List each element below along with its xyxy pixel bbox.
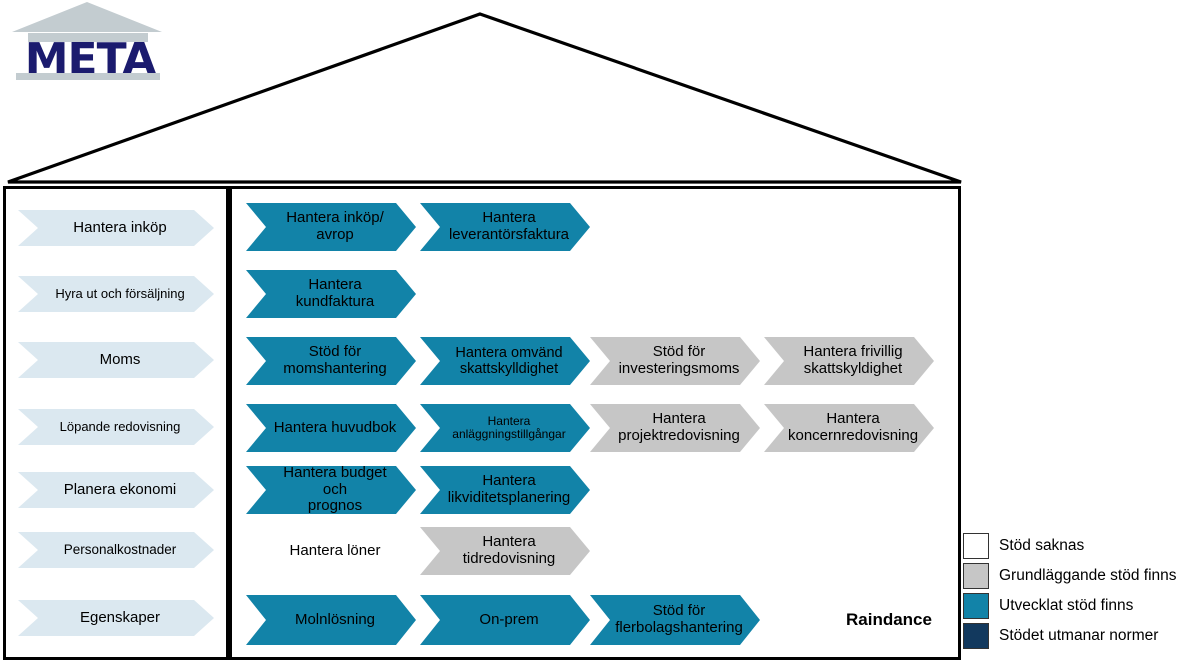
capability-6-1-label: Hantera löner <box>289 541 381 559</box>
sidebar-item-7-label: Egenskaper <box>79 608 161 626</box>
legend-label-3: Utvecklat stöd finns <box>999 597 1134 614</box>
sidebar-item-2[interactable]: Hyra ut och försäljning <box>18 276 214 312</box>
capability-6-1[interactable]: Hantera löner <box>246 527 416 575</box>
capability-1-1[interactable]: Hantera inköp/avrop <box>246 203 416 251</box>
legend-label-2: Grundläggande stöd finns <box>999 567 1177 584</box>
sidebar-item-3[interactable]: Moms <box>18 342 214 378</box>
sidebar-item-5-label: Planera ekonomi <box>63 480 177 498</box>
capability-1-1-label: Hantera inköp/avrop <box>286 209 384 243</box>
legend-swatch-3 <box>963 593 989 619</box>
sidebar-item-3-label: Moms <box>99 350 141 368</box>
sidebar-item-6[interactable]: Personalkostnader <box>18 532 214 568</box>
capability-4-1-label: Hantera huvudbok <box>273 418 397 436</box>
legend-swatch-2 <box>963 563 989 589</box>
capability-7-2-label: On-prem <box>479 610 539 628</box>
capability-7-2[interactable]: On-prem <box>420 595 590 645</box>
legend-item-4: Stödet utmanar normer <box>963 621 1158 651</box>
legend-item-3: Utvecklat stöd finns <box>963 591 1133 621</box>
sidebar-item-7[interactable]: Egenskaper <box>18 600 214 636</box>
sidebar-item-5[interactable]: Planera ekonomi <box>18 472 214 508</box>
legend-item-2: Grundläggande stöd finns <box>963 561 1177 591</box>
sidebar-item-4-label: Löpande redovisning <box>59 418 181 434</box>
legend-label-1: Stöd saknas <box>999 537 1085 554</box>
system-name-label: Raindance <box>846 610 932 629</box>
legend-swatch-1 <box>963 533 989 559</box>
capability-4-1[interactable]: Hantera huvudbok <box>246 404 416 452</box>
sidebar-item-1[interactable]: Hantera inköp <box>18 210 214 246</box>
sidebar-item-2-label: Hyra ut och försäljning <box>55 285 185 301</box>
sidebar-item-4[interactable]: Löpande redovisning <box>18 409 214 445</box>
legend-item-1: Stöd saknas <box>963 531 1084 561</box>
legend-swatch-4 <box>963 623 989 649</box>
capability-7-1-label: Molnlösning <box>294 610 376 628</box>
sidebar-item-6-label: Personalkostnader <box>63 542 177 558</box>
meta-logo: META <box>6 2 171 82</box>
sidebar-item-1-label: Hantera inköp <box>73 218 167 236</box>
logo-bar-bottom <box>16 73 160 80</box>
logo-bar-top <box>28 33 148 42</box>
capability-7-1[interactable]: Molnlösning <box>246 595 416 645</box>
house-roof <box>0 8 970 186</box>
legend-label-4: Stödet utmanar normer <box>999 627 1159 644</box>
